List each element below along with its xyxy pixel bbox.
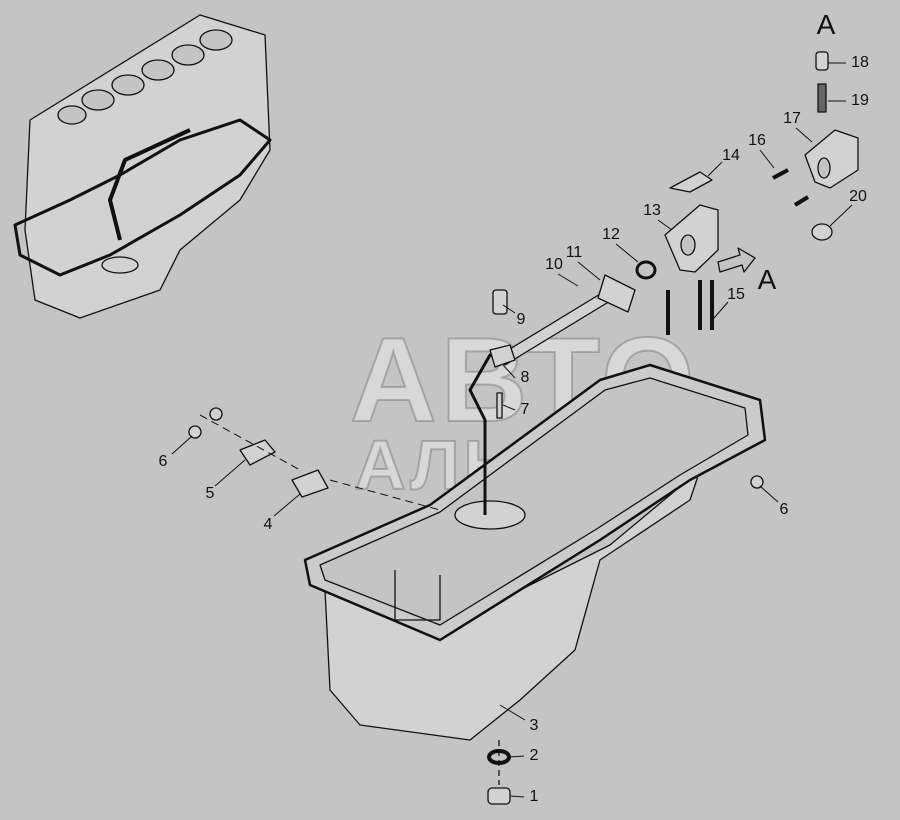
callout-6-right: 6 [779, 501, 789, 518]
plug [815, 51, 829, 71]
relief-valve-housing [664, 204, 719, 273]
callout-16: 16 [748, 132, 766, 149]
callout-6-left: 6 [158, 453, 168, 470]
callout-12: 12 [602, 226, 620, 243]
callout-13: 13 [643, 202, 661, 219]
relief-valve-housing-a [804, 129, 859, 189]
gasket [669, 171, 713, 193]
callout-3: 3 [529, 717, 539, 734]
callout-2: 2 [529, 747, 539, 764]
callout-5: 5 [205, 485, 215, 502]
callout-1: 1 [529, 788, 539, 805]
callout-15: 15 [727, 286, 745, 303]
callout-4: 4 [263, 516, 273, 533]
view-a-arrow-label: A [757, 264, 777, 295]
drain-plug [487, 787, 511, 805]
callout-7: 7 [520, 401, 530, 418]
suction-pipe [489, 260, 657, 368]
callout-17: 17 [783, 110, 801, 127]
plug-screw [811, 223, 833, 241]
callout-9: 9 [516, 311, 526, 328]
callout-10: 10 [545, 256, 563, 273]
callout-18: 18 [851, 54, 869, 71]
engine-block-overview [13, 14, 272, 319]
callout-14: 14 [722, 147, 740, 164]
callout-19: 19 [851, 92, 869, 109]
callout-8: 8 [520, 369, 530, 386]
oil-pan [303, 353, 767, 741]
view-a-title: A [816, 9, 836, 40]
spring [817, 83, 827, 113]
callout-11: 11 [565, 244, 583, 261]
callout-20: 20 [849, 188, 867, 205]
